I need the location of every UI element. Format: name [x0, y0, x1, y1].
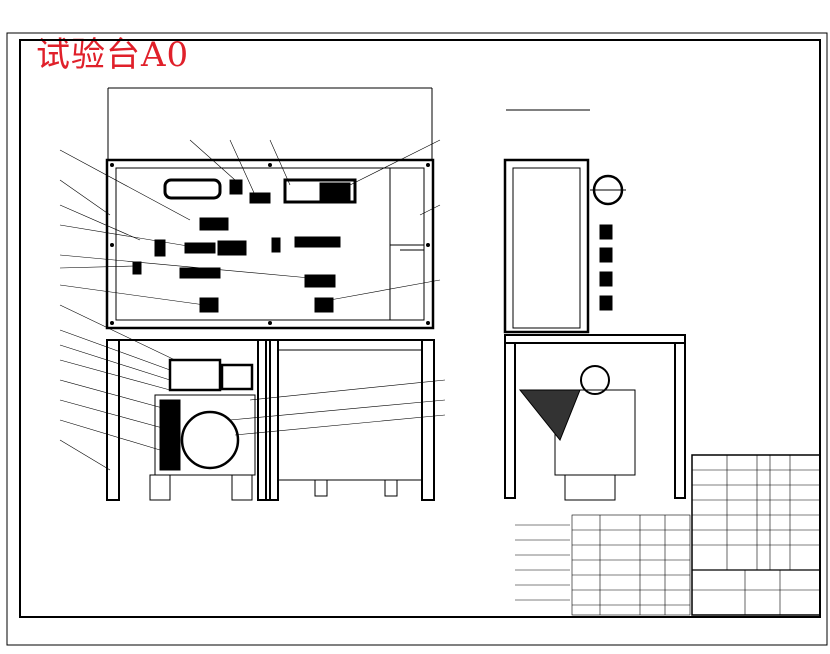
side-view: [503, 109, 686, 501]
inner-frame: [19, 39, 821, 618]
drawing-title: 试验台A0: [36, 35, 190, 75]
title-block: [691, 454, 821, 616]
outer-border: [6, 32, 828, 646]
parts-list-table: [571, 514, 691, 616]
technical-notes: [515, 524, 570, 601]
leader-lines-front: [59, 139, 446, 471]
front-view: [105, 87, 435, 501]
